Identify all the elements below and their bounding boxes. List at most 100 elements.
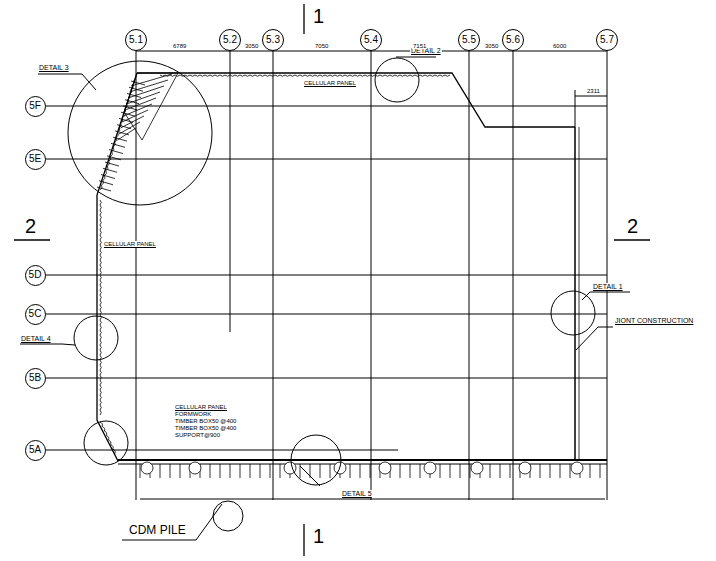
grid-label: 5D (29, 270, 42, 280)
section-mark: 2 (626, 216, 639, 237)
pile-line (220, 464, 221, 478)
annotation: 2311 (586, 88, 601, 94)
cellular-panel (160, 75, 450, 76)
annotation: DETAIL 1 (592, 283, 624, 290)
grid-label: 5.7 (600, 35, 614, 45)
annotation: FORMWORK (174, 411, 212, 417)
panel-tick (125, 100, 139, 104)
pile-line (500, 464, 501, 478)
grid-bubble: 5E (25, 149, 46, 170)
pile-line (240, 464, 241, 478)
panel-tick (119, 118, 133, 122)
pile-head (471, 462, 483, 474)
grid-bubble: 5.2 (219, 29, 241, 51)
pile-head (189, 462, 201, 474)
section-mark: 1 (312, 526, 325, 547)
grid-label: 5.1 (129, 35, 143, 45)
pile-line (250, 464, 251, 478)
pile-line (230, 464, 231, 478)
panel-tick (123, 106, 137, 110)
panel-tick (129, 87, 143, 91)
grid-label: 5C (29, 309, 42, 319)
panel-tick (99, 181, 113, 185)
grid-bubble: 5.3 (262, 29, 284, 51)
annotation: SUPPORT@900 (174, 432, 221, 438)
grid-bubble: 5.7 (596, 29, 618, 51)
pile-line (550, 464, 551, 478)
cellular-panel (100, 80, 135, 190)
panel-tick (107, 156, 121, 160)
pile-line (570, 464, 571, 478)
grid-bubble: 5D (25, 265, 46, 286)
grid-label: 5E (29, 154, 41, 164)
pile-line (350, 464, 351, 478)
grid-label: 5B (29, 373, 41, 383)
pile-line (460, 464, 461, 478)
grid-label: 5A (29, 445, 41, 455)
panel-tick (101, 175, 115, 179)
annotation: JIONT CONSTRUCTION (614, 317, 694, 324)
grid-label: 5.6 (506, 35, 520, 45)
pile-line (370, 464, 371, 478)
pile-line (490, 464, 491, 478)
pile-line (140, 464, 141, 478)
annotation: DETAIL 5 (341, 490, 373, 497)
annotation: 3050 (484, 43, 499, 49)
annotation: TIMBER BOX50 @400 (174, 425, 237, 431)
annotation: CDM PILE (128, 524, 187, 537)
pile-line (540, 464, 541, 478)
pile-line (210, 464, 211, 478)
panel-tick (113, 137, 127, 141)
annotation: DETAIL 3 (38, 64, 70, 71)
annotation: CELLULAR PANEL (303, 80, 357, 86)
section-mark: 1 (312, 6, 325, 27)
annotation: TIMBER BOX50 @400 (174, 418, 237, 424)
grid-label: 5F (29, 101, 41, 111)
pile-line (260, 464, 261, 478)
grid-bubble: 5B (25, 368, 46, 389)
pile-head (379, 462, 391, 474)
hatch-line (128, 86, 164, 98)
pile-head (571, 462, 583, 474)
pile-line (510, 464, 511, 478)
annotation: 6789 (172, 43, 187, 49)
pile-line (470, 464, 471, 478)
grid-bubble: 5A (25, 440, 46, 461)
pile-line (410, 464, 411, 478)
panel-tick (109, 150, 123, 154)
pile-line (320, 464, 321, 478)
grid-bubble: 5.1 (125, 29, 147, 51)
grid-bubble: 5.6 (502, 29, 524, 51)
grid-bubble: 5C (25, 304, 46, 325)
grid-bubble: 5.5 (458, 29, 480, 51)
pile-line (590, 464, 591, 478)
pile-line (400, 464, 401, 478)
grid-label: 5.2 (223, 35, 237, 45)
grid-bubble: 5F (25, 96, 46, 117)
annotation: CELLULAR PANEL (174, 404, 228, 410)
annotation: 6000 (552, 43, 567, 49)
pile-line (170, 464, 171, 478)
hatch-line (130, 80, 169, 92)
panel-tick (115, 131, 129, 135)
panel-tick (121, 112, 135, 116)
annotation: CELLULAR PANEL (103, 241, 157, 247)
grid-label: 5.5 (462, 35, 476, 45)
pile-line (420, 464, 421, 478)
pile-line (160, 464, 161, 478)
pile-line (180, 464, 181, 478)
section-mark: 2 (24, 216, 37, 237)
annotation: 7050 (314, 43, 329, 49)
panel-tick (127, 93, 141, 97)
grid-bubble: 5.4 (360, 29, 382, 51)
annotation: 3050 (244, 43, 259, 49)
grid-label: 5.4 (364, 35, 378, 45)
pile-line (440, 464, 441, 478)
pile-line (360, 464, 361, 478)
pile-head (424, 462, 436, 474)
panel-tick (97, 187, 111, 191)
pile-line (600, 464, 601, 478)
pile-line (280, 464, 281, 478)
